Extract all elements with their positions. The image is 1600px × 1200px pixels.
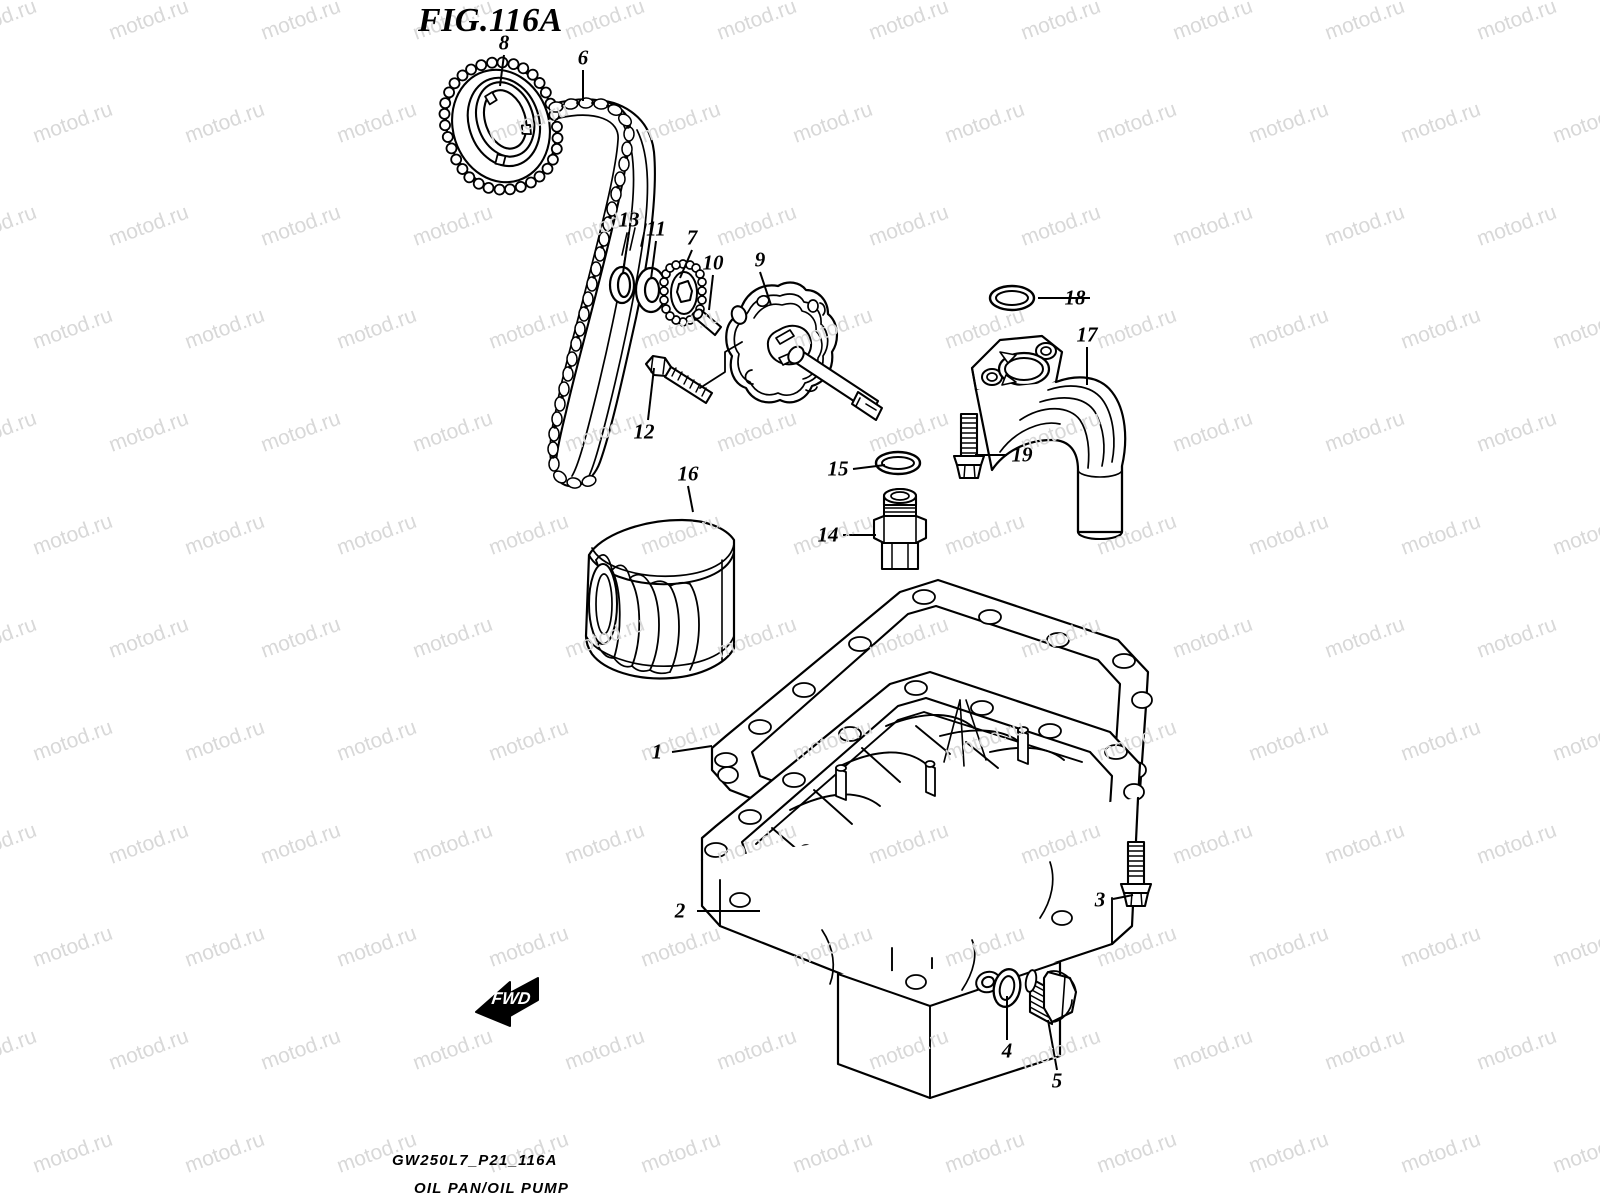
caption-name: OIL PAN/OIL PUMP	[414, 1180, 570, 1197]
callout-oil-filter: 16	[677, 461, 699, 486]
leader-5	[1047, 1019, 1058, 1071]
callout-oil-pump-drive-pin: 10	[702, 250, 724, 275]
callout-oil-pan: 2	[674, 898, 686, 923]
part-oil-pump-drive-sprocket	[438, 56, 564, 196]
part-oil-pan-bolt	[1119, 840, 1153, 908]
part-oil-pump-mounting-bolt	[644, 341, 743, 405]
part-oil-pipe-union	[970, 334, 1127, 541]
callout-oil-pan-gasket: 1	[651, 739, 663, 764]
leader-13	[622, 231, 630, 274]
part-drain-plug	[1024, 969, 1078, 1026]
part-oil-pressure-switch	[872, 487, 928, 571]
part-oil-pump-circlip	[608, 265, 636, 305]
part-oil-pipe-o-ring	[988, 284, 1036, 312]
part-oil-pan	[700, 670, 1145, 1100]
leader-7	[679, 249, 693, 279]
leader-3	[1112, 894, 1134, 900]
callout-oil-pipe-bolt: 19	[1011, 442, 1033, 467]
part-drain-plug-gasket	[992, 968, 1022, 1008]
leader-11	[650, 240, 657, 280]
leader-16	[687, 485, 694, 513]
leader-15	[852, 464, 886, 470]
leader-10	[708, 274, 714, 311]
callout-oil-pipe-union: 17	[1076, 322, 1098, 347]
part-oil-pump-assembly	[725, 281, 883, 421]
part-oil-pump-drive-chain	[547, 97, 656, 489]
part-oil-filter	[584, 518, 736, 680]
callout-oil-pressure-switch-o-ring: 15	[827, 456, 849, 481]
leader-12	[647, 367, 655, 421]
fwd-label: FWD	[490, 989, 532, 1008]
callout-drain-plug-gasket: 4	[1001, 1038, 1013, 1063]
part-oil-pump-drive-pin	[692, 308, 723, 337]
fwd-arrow-marker	[475, 977, 539, 1027]
caption-code: GW250L7_P21_116A	[392, 1152, 558, 1169]
callout-oil-pump-drive-sprocket: 8	[498, 30, 510, 55]
part-oil-pressure-switch-o-ring	[874, 450, 922, 476]
callout-oil-pan-bolt: 3	[1094, 887, 1106, 912]
callout-oil-pump-drive-chain: 6	[577, 45, 589, 70]
callout-oil-pump-washer: 11	[646, 216, 666, 241]
callout-oil-pressure-switch: 14	[817, 522, 839, 547]
part-oil-pump-driven-gear	[659, 259, 707, 327]
figure-title: FIG.116A	[418, 2, 563, 39]
leader-1	[671, 745, 713, 753]
leader-8	[499, 54, 505, 87]
callout-oil-pipe-o-ring: 18	[1064, 285, 1086, 310]
callout-drain-plug: 5	[1051, 1068, 1063, 1093]
callout-oil-pump-driven-gear: 7	[686, 225, 698, 250]
leader-lines	[499, 54, 1134, 1071]
callout-oil-pump-mounting-bolt: 12	[633, 419, 655, 444]
callout-oil-pump-assembly: 9	[754, 247, 766, 272]
callout-oil-pump-circlip: 13	[618, 207, 640, 232]
leader-9	[759, 271, 772, 306]
